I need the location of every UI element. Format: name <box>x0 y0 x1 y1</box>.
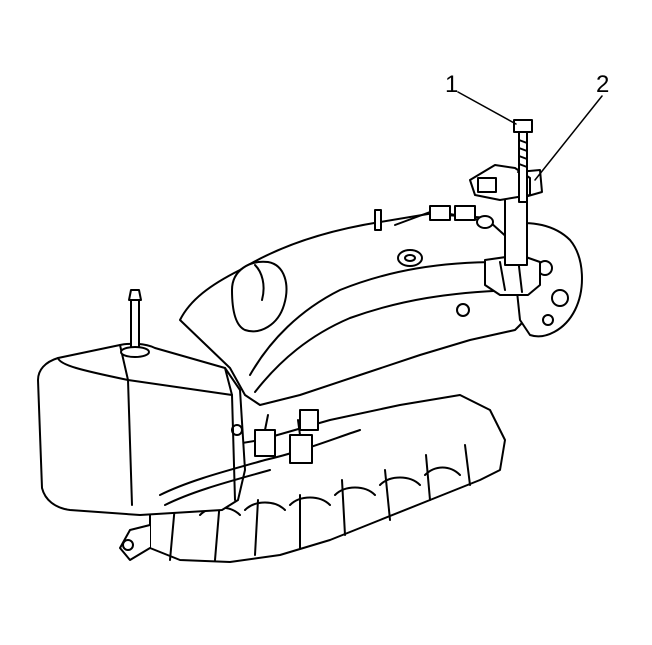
callout-leaders <box>457 91 603 181</box>
sensor-bracket <box>469 164 543 296</box>
callout-label-1: 1 <box>445 71 459 98</box>
wiring-harness <box>159 409 361 506</box>
upper-manifold-cover <box>179 205 526 406</box>
bolt <box>513 119 533 203</box>
left-stud <box>120 289 150 358</box>
left-plenum <box>37 342 246 516</box>
leader-line-2 <box>534 95 603 181</box>
leader-line-1 <box>457 91 517 125</box>
callout-label-2: 2 <box>596 71 610 98</box>
